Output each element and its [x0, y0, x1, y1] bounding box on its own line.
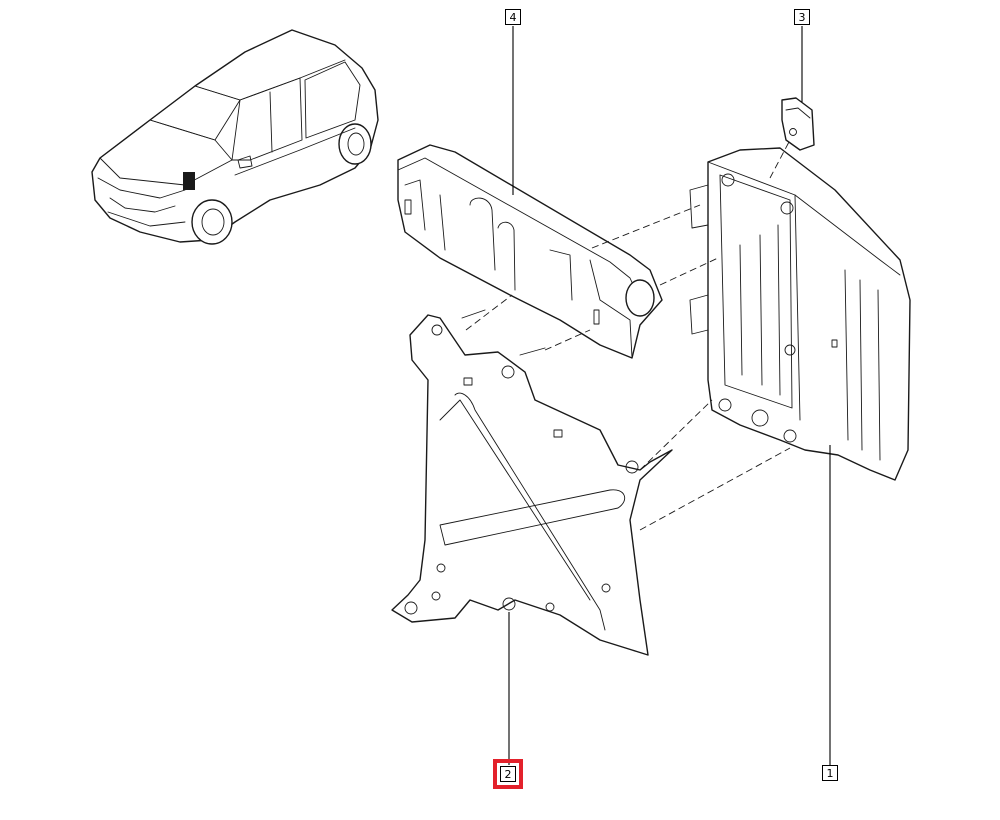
- mounting-plate-part: [391, 309, 673, 656]
- callout-3[interactable]: 3: [794, 9, 810, 25]
- clip-part: [781, 97, 815, 151]
- ecu-location-marker: [183, 172, 195, 190]
- callout-1[interactable]: 1: [822, 765, 838, 781]
- assembly-lines: [465, 139, 791, 531]
- car-locator-illustration: [91, 29, 379, 245]
- callout-4[interactable]: 4: [505, 9, 521, 25]
- ecu-part: [689, 147, 911, 481]
- callout-leaders: [508, 26, 831, 765]
- upper-bracket-part: [397, 144, 663, 359]
- callout-2-highlighted[interactable]: 2: [493, 759, 523, 789]
